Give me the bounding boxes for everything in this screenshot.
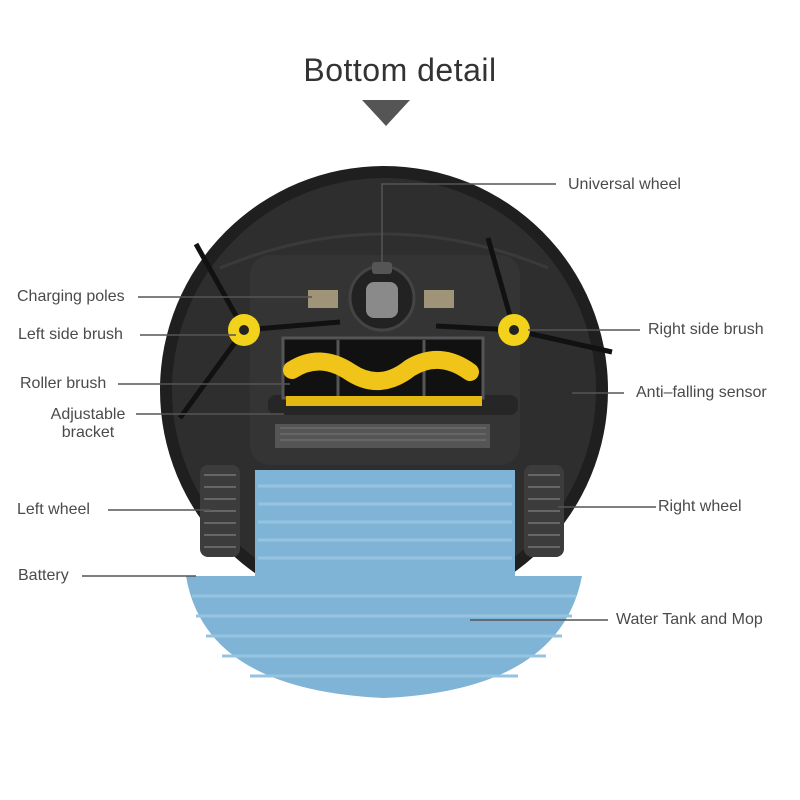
label-right-wheel: Right wheel <box>658 498 742 515</box>
right-wheel <box>524 465 564 557</box>
label-universal-wheel: Universal wheel <box>568 176 681 193</box>
charging-pole-right <box>424 290 454 308</box>
left-wheel <box>200 465 240 557</box>
label-left-side-brush: Left side brush <box>18 326 123 343</box>
label-water-tank-mop: Water Tank and Mop <box>616 611 763 628</box>
right-side-brush <box>435 237 613 355</box>
universal-wheel <box>348 262 416 332</box>
leader-lines <box>82 183 656 621</box>
label-battery: Battery <box>18 567 69 584</box>
label-left-wheel: Left wheel <box>17 501 90 518</box>
water-tank-mop <box>186 470 582 698</box>
left-side-brush <box>177 242 341 420</box>
roller-brush <box>281 336 485 406</box>
page-title: Bottom detail <box>303 52 497 88</box>
label-anti-falling-sensor: Anti–falling sensor <box>636 384 767 401</box>
charging-pole-left <box>308 290 338 308</box>
leader-universal-wheel <box>381 183 556 262</box>
label-adjustable-bracket-line1: Adjustable <box>50 406 126 423</box>
down-arrow-icon <box>362 100 410 126</box>
label-charging-poles: Charging poles <box>17 288 125 305</box>
label-right-side-brush: Right side brush <box>648 321 764 338</box>
label-adjustable-bracket: Adjustable bracket <box>40 406 136 442</box>
label-roller-brush: Roller brush <box>20 375 107 392</box>
label-adjustable-bracket-line2: bracket <box>61 424 115 441</box>
